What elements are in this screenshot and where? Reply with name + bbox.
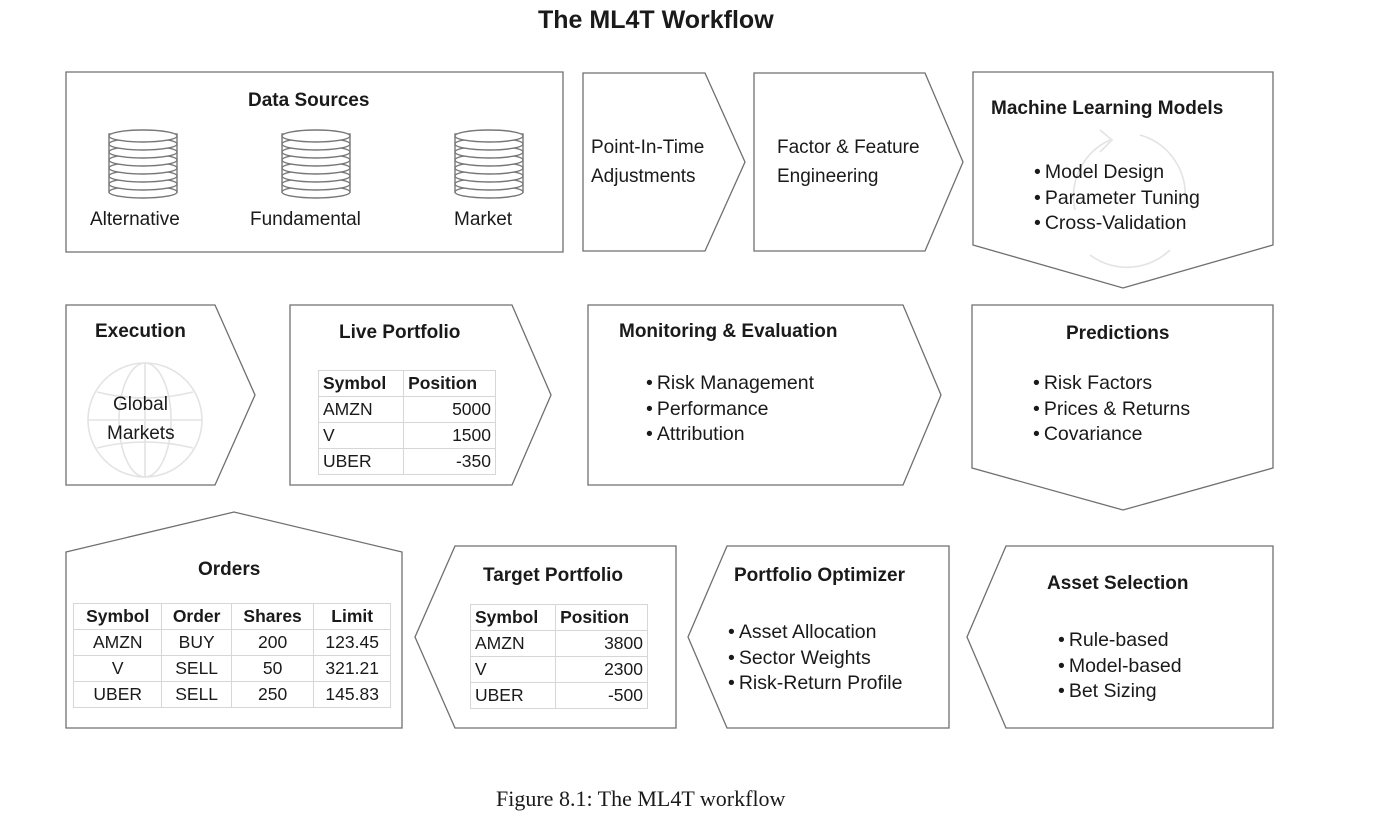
table-row: UBER SELL 250 145.83 (72, 681, 391, 708)
limit-cell: 321.21 (313, 655, 391, 682)
factor-engineering-shape (753, 72, 964, 252)
table-row: V 2300 (469, 656, 648, 683)
data-source-label: Market (454, 209, 513, 230)
factor-engineering-line1: Factor & Feature (777, 137, 920, 158)
point-in-time-shape (582, 72, 746, 252)
limit-cell: 123.45 (313, 629, 391, 656)
database-icon (108, 129, 178, 199)
table-row: AMZN 3800 (469, 630, 648, 657)
asset-selection-list: Rule-based Model-based Bet Sizing (1058, 628, 1182, 705)
point-in-time-line2: Adjustments (591, 166, 696, 187)
orders-heading: Orders (198, 559, 261, 580)
orders-table: Symbol Order Shares Limit AMZN BUY 200 1… (72, 603, 391, 708)
live-portfolio-table: Symbol Position AMZN 5000 V 1500 UBER -3… (317, 370, 496, 475)
target-portfolio-table: Symbol Position AMZN 3800 V 2300 UBER -5… (469, 604, 648, 709)
list-item: Model Design (1034, 160, 1200, 186)
data-sources-heading: Data Sources (248, 90, 370, 111)
limit-cell: 145.83 (313, 681, 391, 708)
table-row: V 1500 (317, 422, 496, 449)
order-cell: BUY (161, 629, 232, 656)
diagram-title: The ML4T Workflow (538, 6, 774, 34)
column-header: Symbol (72, 603, 163, 630)
shares-cell: 200 (230, 629, 315, 656)
position-cell: 5000 (403, 396, 496, 423)
execution-line1: Global (113, 394, 168, 415)
database-icon (454, 129, 524, 199)
column-header: Symbol (317, 370, 405, 397)
list-item: Risk Factors (1033, 371, 1190, 397)
list-item: Prices & Returns (1033, 397, 1190, 423)
list-item: Attribution (646, 422, 814, 448)
shares-cell: 50 (230, 655, 315, 682)
table-header-row: Symbol Order Shares Limit (72, 603, 391, 630)
table-row: UBER -500 (469, 682, 648, 709)
list-item: Parameter Tuning (1034, 186, 1200, 212)
list-item: Covariance (1033, 422, 1190, 448)
factor-engineering-line2: Engineering (777, 166, 879, 187)
monitoring-list: Risk Management Performance Attribution (646, 371, 814, 448)
execution-heading: Execution (95, 321, 186, 342)
list-item: Sector Weights (728, 646, 902, 672)
execution-shape (65, 304, 256, 486)
position-cell: 1500 (403, 422, 496, 449)
table-header-row: Symbol Position (317, 370, 496, 397)
list-item: Model-based (1058, 654, 1182, 680)
table-row: UBER -350 (317, 448, 496, 475)
figure-caption: Figure 8.1: The ML4T workflow (496, 786, 786, 811)
column-header: Order (161, 603, 232, 630)
position-cell: -350 (403, 448, 496, 475)
data-source-label: Alternative (90, 209, 180, 230)
symbol-cell: V (469, 656, 557, 683)
list-item: Risk Management (646, 371, 814, 397)
symbol-cell: V (317, 422, 405, 449)
column-header: Shares (230, 603, 315, 630)
execution-line2: Markets (107, 423, 175, 444)
column-header: Limit (313, 603, 391, 630)
table-row: AMZN 5000 (317, 396, 496, 423)
symbol-cell: AMZN (469, 630, 557, 657)
live-portfolio-heading: Live Portfolio (339, 322, 461, 343)
position-cell: -500 (555, 682, 648, 709)
symbol-cell: V (72, 655, 163, 682)
ml-models-heading: Machine Learning Models (991, 98, 1224, 119)
symbol-cell: AMZN (72, 629, 163, 656)
data-source-label: Fundamental (250, 209, 361, 230)
globe-icon (87, 362, 203, 478)
symbol-cell: UBER (317, 448, 405, 475)
monitoring-heading: Monitoring & Evaluation (619, 321, 838, 342)
point-in-time-line1: Point-In-Time (591, 137, 705, 158)
database-icon (281, 129, 351, 199)
list-item: Asset Allocation (728, 620, 902, 646)
position-cell: 3800 (555, 630, 648, 657)
column-header: Position (403, 370, 496, 397)
predictions-list: Risk Factors Prices & Returns Covariance (1033, 371, 1190, 448)
order-cell: SELL (161, 655, 232, 682)
predictions-heading: Predictions (1066, 323, 1170, 344)
list-item: Rule-based (1058, 628, 1182, 654)
optimizer-list: Asset Allocation Sector Weights Risk-Ret… (728, 620, 903, 697)
shares-cell: 250 (230, 681, 315, 708)
column-header: Symbol (469, 604, 557, 631)
symbol-cell: UBER (469, 682, 557, 709)
order-cell: SELL (161, 681, 232, 708)
symbol-cell: UBER (72, 681, 163, 708)
table-header-row: Symbol Position (469, 604, 648, 631)
symbol-cell: AMZN (317, 396, 405, 423)
table-row: V SELL 50 321.21 (72, 655, 391, 682)
asset-selection-heading: Asset Selection (1047, 573, 1189, 594)
list-item: Bet Sizing (1058, 679, 1182, 705)
list-item: Cross-Validation (1034, 211, 1200, 237)
position-cell: 2300 (555, 656, 648, 683)
list-item: Performance (646, 397, 814, 423)
column-header: Position (555, 604, 648, 631)
table-row: AMZN BUY 200 123.45 (72, 629, 391, 656)
target-portfolio-heading: Target Portfolio (483, 565, 624, 586)
ml-models-list: Model Design Parameter Tuning Cross-Vali… (1034, 160, 1200, 237)
optimizer-heading: Portfolio Optimizer (734, 565, 905, 586)
list-item: Risk-Return Profile (728, 671, 903, 697)
